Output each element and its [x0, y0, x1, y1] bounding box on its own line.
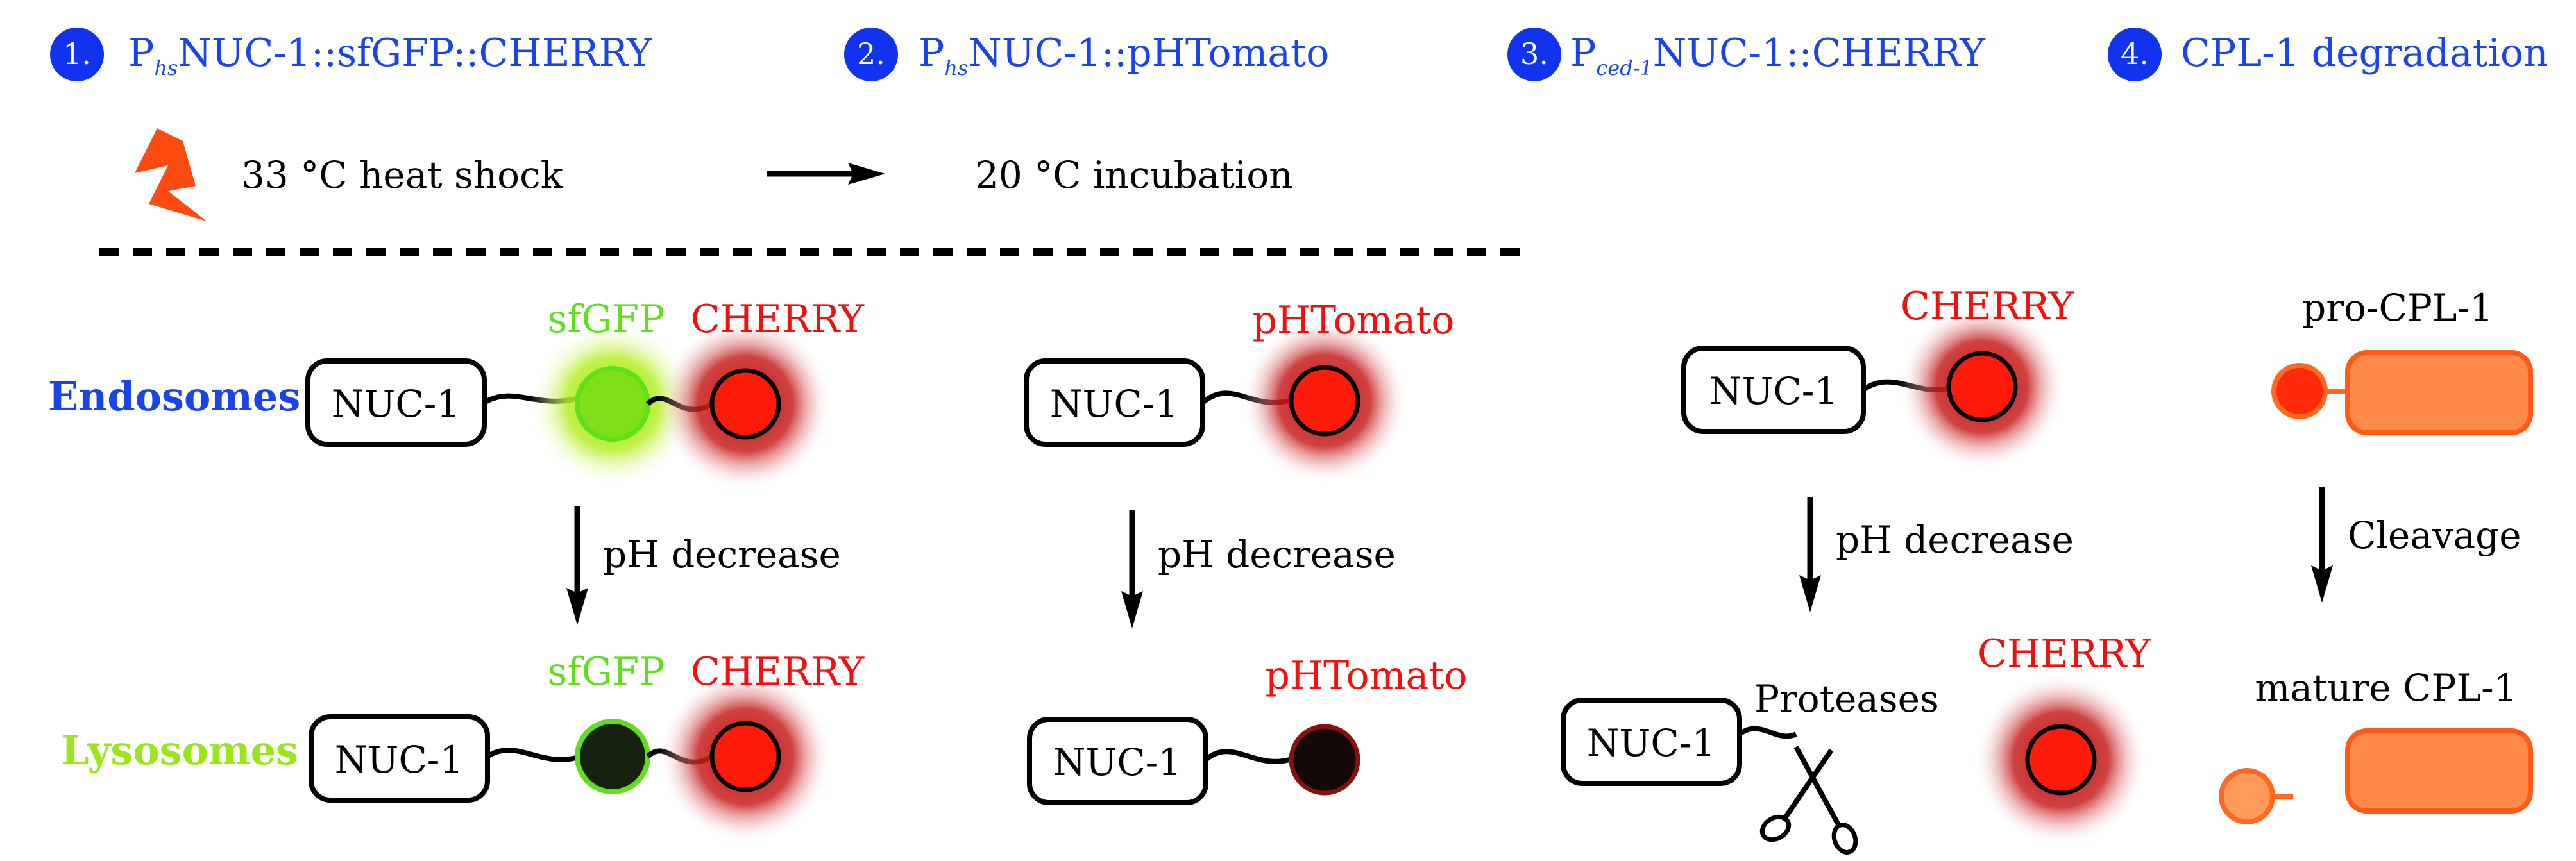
heat-shock-label: 33 °C heat shock	[241, 153, 564, 197]
cherry-beta-barrel	[1946, 351, 2018, 422]
lysosomes-label: Lysosomes	[61, 727, 298, 774]
lightning-bolt-icon	[135, 128, 207, 221]
construct-3-lysosome: NUC-1 Proteases CHERRY	[1561, 631, 2152, 855]
step-number: 3.	[1520, 37, 1548, 71]
step-title-prefix: P	[128, 31, 154, 76]
step-number-badge	[844, 28, 898, 81]
nuc1-box	[1027, 717, 1208, 805]
nuc1-label: NUC-1	[335, 738, 464, 782]
ph-decrease-label: pH decrease	[603, 533, 841, 576]
nuc1-label: NUC-1	[1050, 382, 1179, 426]
ph-decrease-label: pH decrease	[1158, 533, 1396, 576]
step-title: PhsNUC-1::sfGFP::CHERRY	[128, 31, 653, 80]
step-number-badge	[2108, 28, 2162, 81]
arrow-icon	[1799, 497, 1821, 612]
step-title: Pced-1NUC-1::CHERRY	[1570, 31, 1986, 80]
proteases-label: Proteases	[1754, 677, 1939, 721]
step-title-prefix: P	[1570, 31, 1596, 76]
step-number: 1.	[63, 37, 91, 71]
cherry-beta-barrel	[709, 721, 781, 792]
cpl1-propeptide	[2271, 363, 2328, 419]
sfgfp-beta-barrel	[575, 366, 650, 442]
step-4-header: 4. CPL-1 degradation	[2108, 28, 2548, 81]
nuc1-label: NUC-1	[1587, 721, 1716, 765]
cleavage-label: Cleavage	[2348, 514, 2521, 557]
pro-cpl1: pro-CPL-1	[2271, 286, 2533, 435]
cpl1-domain	[2345, 728, 2533, 814]
step-number-badge	[50, 28, 104, 81]
phtomato-label: pHTomato	[1252, 298, 1454, 343]
step-title-rest: NUC-1::sfGFP::CHERRY	[178, 31, 653, 76]
arrow-icon	[1121, 510, 1143, 628]
mature-cpl1-label: mature CPL-1	[2255, 666, 2517, 710]
construct-1-endosome: NUC-1 sfGFP CHERRY	[305, 297, 865, 490]
step-1-header: 1. PhsNUC-1::sfGFP::CHERRY	[50, 28, 653, 81]
construct-3-endosome: NUC-1 CHERRY	[1681, 284, 2075, 470]
step-number: 2.	[857, 37, 885, 71]
step-number-badge	[1507, 28, 1561, 81]
step-title-rest: NUC-1::CHERRY	[1653, 31, 1986, 76]
arrow-icon	[767, 163, 885, 185]
cleaved-propeptide	[2219, 768, 2275, 824]
nuc1-label: NUC-1	[1053, 740, 1182, 784]
cherry-label: CHERRY	[691, 649, 865, 694]
incubation-label: 20 °C incubation	[975, 153, 1293, 197]
step-3-header: 3. Pced-1NUC-1::CHERRY	[1507, 28, 1986, 81]
phtomato-label: pHTomato	[1265, 653, 1467, 698]
step-title-subscript: hs	[944, 56, 968, 80]
cherry-label: CHERRY	[1901, 284, 2075, 329]
linker	[1204, 749, 1291, 764]
step-title-prefix: P	[919, 31, 944, 76]
step-title: PhsNUC-1::pHTomato	[919, 31, 1329, 80]
construct-2-endosome: NUC-1 pHTomato	[1024, 298, 1455, 484]
step-title-subscript: hs	[154, 56, 178, 80]
construct-2-lysosome: NUC-1 pHTomato	[1027, 653, 1468, 805]
step-title-rest: NUC-1::pHTomato	[968, 31, 1329, 76]
mature-cpl1: mature CPL-1	[2219, 666, 2533, 824]
sfgfp-label: sfGFP	[548, 297, 665, 342]
step-title: CPL-1 degradation	[2181, 31, 2548, 76]
phtomato-quenched	[1289, 724, 1360, 796]
sfgfp-quenched	[575, 719, 650, 794]
cherry-beta-barrel	[709, 368, 781, 440]
arrow-icon	[566, 506, 588, 625]
phtomato-beta-barrel	[1289, 365, 1360, 437]
endosomes-label: Endosomes	[48, 373, 300, 420]
linker	[486, 748, 582, 762]
cherry-beta-barrel	[2025, 724, 2097, 796]
sfgfp-label: sfGFP	[548, 649, 665, 694]
construct-1-lysosome: NUC-1 sfGFP CHERRY	[309, 649, 865, 843]
linker	[1738, 726, 1797, 739]
step-title-subscript: ced-1	[1596, 56, 1653, 80]
ph-decrease-label: pH decrease	[1836, 518, 2074, 562]
cpl1-domain	[2345, 350, 2533, 435]
pro-cpl1-label: pro-CPL-1	[2302, 286, 2493, 330]
step-2-header: 2. PhsNUC-1::pHTomato	[844, 28, 1329, 81]
arrow-icon	[2311, 487, 2333, 603]
step-number: 4.	[2121, 37, 2149, 71]
cherry-label: CHERRY	[1978, 631, 2152, 676]
cherry-label: CHERRY	[691, 297, 865, 342]
nuc1-box	[1561, 698, 1742, 786]
nuc1-label: NUC-1	[1709, 369, 1838, 413]
nuc1-label: NUC-1	[332, 382, 461, 426]
scissors-icon	[1759, 746, 1858, 855]
nuc1-box	[309, 714, 490, 803]
